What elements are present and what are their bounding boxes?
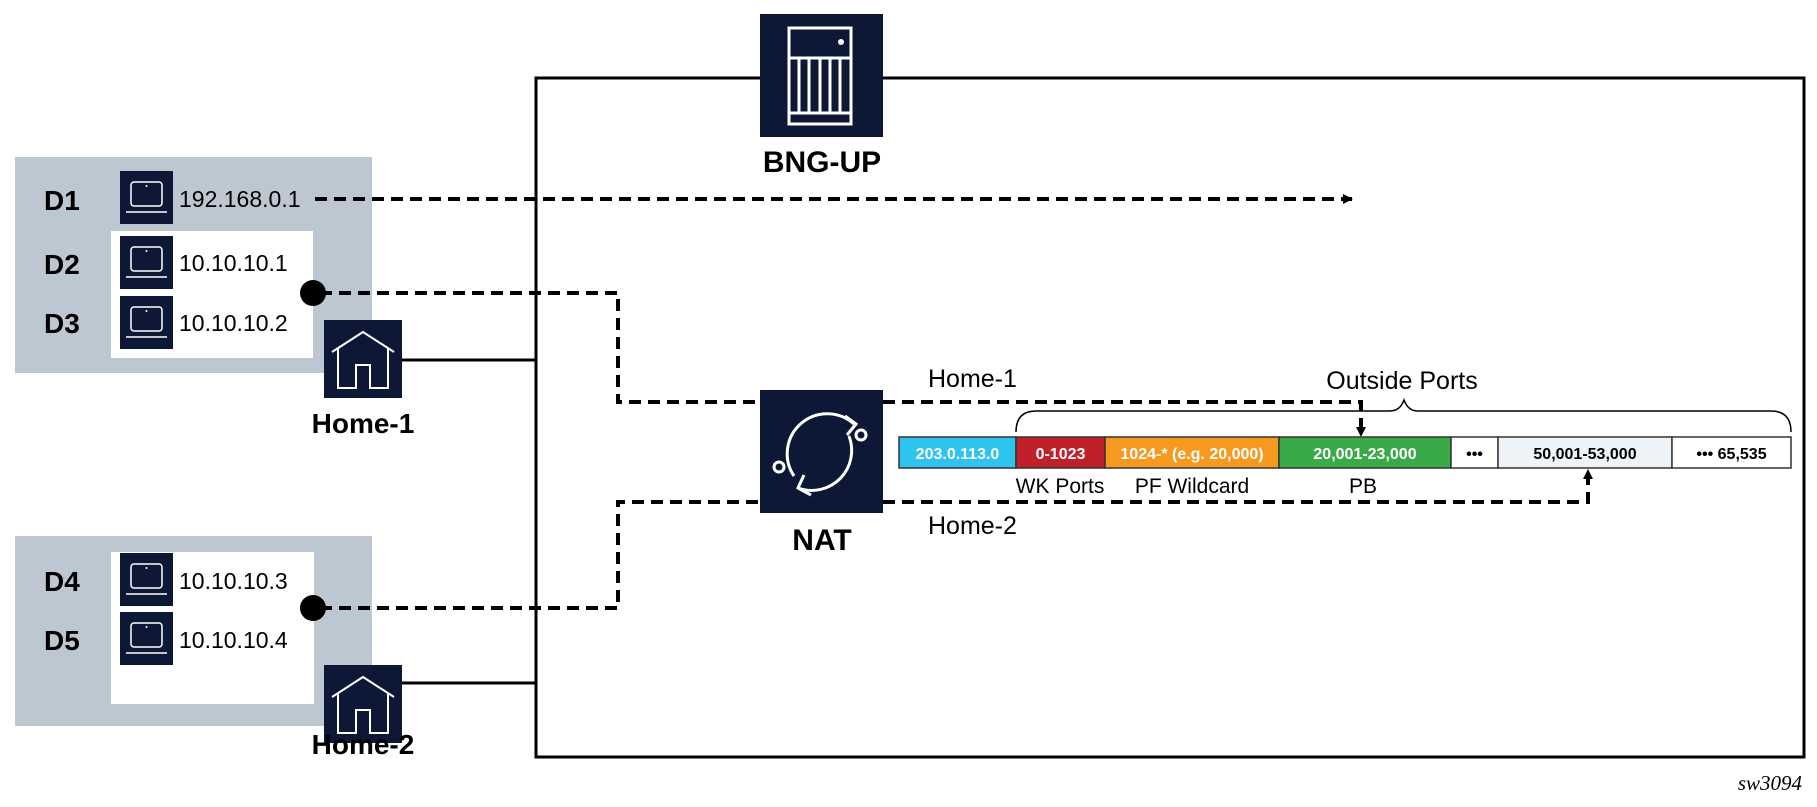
port-segment-label: 0-1023 [1036,446,1086,463]
home-2-path-label: Home-2 [928,512,1017,540]
bng-up-label: BNG-UP [763,146,881,179]
caption-wk-ports: WK Ports [1016,475,1105,498]
home-2-icon [324,665,402,743]
port-segment-ip [898,436,1017,469]
port-segment-pf [1104,436,1280,469]
port-segment-label: ••• [1466,446,1483,463]
home-2-group [15,536,372,726]
outside-ports-brace [1015,397,1792,433]
port-segment-label: 50,001-53,000 [1533,446,1636,463]
device-label-d5: D5 [44,625,80,656]
bng-up-icon [760,14,883,137]
device-ip-d2: 10.10.10.1 [179,250,288,276]
device-label-d1: D1 [44,185,80,216]
outside-ports-title: Outside Ports [1326,367,1477,395]
port-segment-label: 203.0.113.0 [916,446,1000,463]
laptop-icon [120,236,173,289]
nat-label: NAT [792,524,851,557]
port-segment-label: 1024-* (e.g. 20,000) [1120,446,1263,463]
home-1-icon [324,320,402,398]
caption-pb: PB [1349,475,1377,498]
device-ip-d5: 10.10.10.4 [179,627,288,653]
port-segment-label: ••• 65,535 [1696,446,1766,463]
port-segment-block [1497,436,1673,469]
caption-pf-wildcard: PF Wildcard [1135,475,1249,498]
home-1-group [15,157,372,373]
device-label-d3: D3 [44,308,80,339]
home-2-flow-path-out [883,469,1593,504]
port-segment-end [1671,436,1792,469]
port-segment-wk [1015,436,1106,469]
home-2-flow-path-in [320,500,760,610]
device-ip-d3: 10.10.10.2 [179,310,288,336]
laptop-icon [120,553,173,606]
port-segment-label: 20,001-23,000 [1313,446,1416,463]
laptop-icon [120,171,173,224]
home-2-label: Home-2 [312,729,415,760]
home-1-flow-path-in [320,291,760,404]
device-label-d4: D4 [44,566,80,597]
laptop-icon [120,612,173,665]
home-1-path-label: Home-1 [928,365,1017,393]
home-1-label: Home-1 [312,408,415,439]
port-bar: 203.0.113.0 0-1023 1024-* (e.g. 20,000) 20,… [898,436,1792,469]
home-1-flow-origin [300,280,326,306]
home-2-flow-origin [300,595,326,621]
home-1-flow-path-out [883,400,1366,437]
device-label-d2: D2 [44,249,80,280]
device-ip-d1: 192.168.0.1 [179,186,301,212]
device-ip-d4: 10.10.10.3 [179,568,288,594]
laptop-icon [120,296,173,349]
nat-icon [760,390,883,513]
bng-frame [534,76,1806,759]
figure-tag: sw3094 [1738,771,1803,795]
